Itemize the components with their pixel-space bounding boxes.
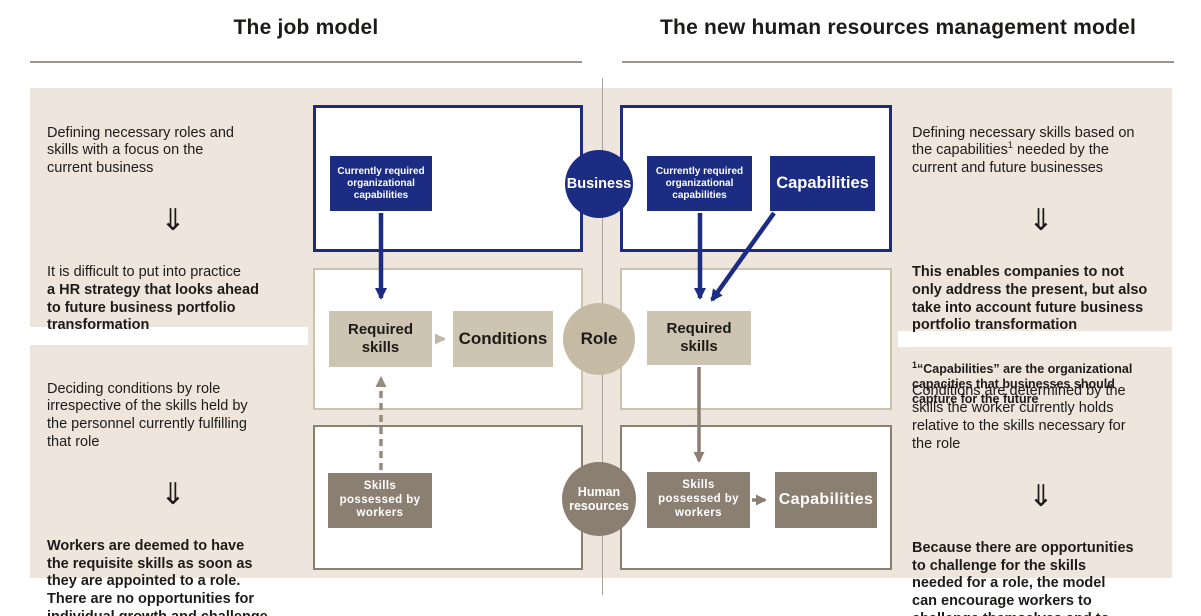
panel-paragraph: Conditions are determined by the skills …	[912, 382, 1126, 452]
title-underline-right	[622, 61, 1174, 63]
circle-business: Business	[565, 150, 633, 218]
panel-paragraph: Deciding conditions by role irrespective…	[47, 380, 248, 450]
panel-right-bottom: Conditions are determined by the skills …	[912, 365, 1170, 616]
panel-paragraph: Workers are deemed to have the requisite…	[47, 537, 268, 616]
label-required-skills-left: Required skills	[329, 311, 432, 367]
panel-paragraph: This enables companies to not only addre…	[912, 264, 1148, 334]
label-org-capabilities-right: Currently required organizational capabi…	[647, 156, 752, 211]
title-underline-left	[30, 61, 582, 63]
label-skills-workers-right: Skills possessed by workers	[647, 472, 750, 528]
panel-left-top: Defining necessary roles and skills with…	[47, 107, 299, 362]
circle-role: Role	[563, 303, 635, 375]
label-conditions-left: Conditions	[453, 311, 553, 367]
label-skills-workers-left: Skills possessed by workers	[328, 473, 432, 528]
implication-arrow-icon: ⇓	[1028, 204, 1054, 238]
panel-paragraph: Defining necessary roles and skills with…	[47, 124, 234, 177]
panel-right-top: Defining necessary skills based on the c…	[912, 107, 1170, 433]
panel-right-top-bg	[898, 88, 1172, 331]
panel-paragraph: Defining necessary skills based on the c…	[912, 124, 1135, 177]
implication-arrow-icon: ⇓	[1028, 480, 1054, 514]
footnote-marker: 1	[912, 359, 918, 370]
column-title-right: The new human resources management model	[660, 16, 1136, 39]
footnote: 1“Capabilities” are the organizational c…	[912, 359, 1133, 406]
label-capabilities-top-right: Capabilities	[770, 156, 875, 211]
label-capabilities-bottom-right: Capabilities	[775, 472, 877, 528]
implication-arrow-icon: ⇓	[160, 478, 186, 512]
implication-arrow-icon: ⇓	[160, 204, 186, 238]
column-title-left: The job model	[233, 16, 379, 39]
panel-paragraph: Because there are opportunities to chall…	[912, 539, 1134, 616]
label-required-skills-right: Required skills	[647, 311, 751, 365]
panel-left-bottom: Deciding conditions by role irrespective…	[47, 363, 299, 616]
panel-left-top-bg	[30, 88, 308, 327]
panel-left-bottom-bg	[30, 345, 308, 578]
circle-human-resources: Human resources	[562, 462, 636, 536]
label-org-capabilities-left: Currently required organizational capabi…	[330, 156, 432, 211]
panel-paragraph: It is difficult to put into practice a H…	[47, 264, 259, 334]
panel-right-bottom-bg	[898, 347, 1172, 578]
footnote-marker: 1	[1007, 140, 1013, 151]
